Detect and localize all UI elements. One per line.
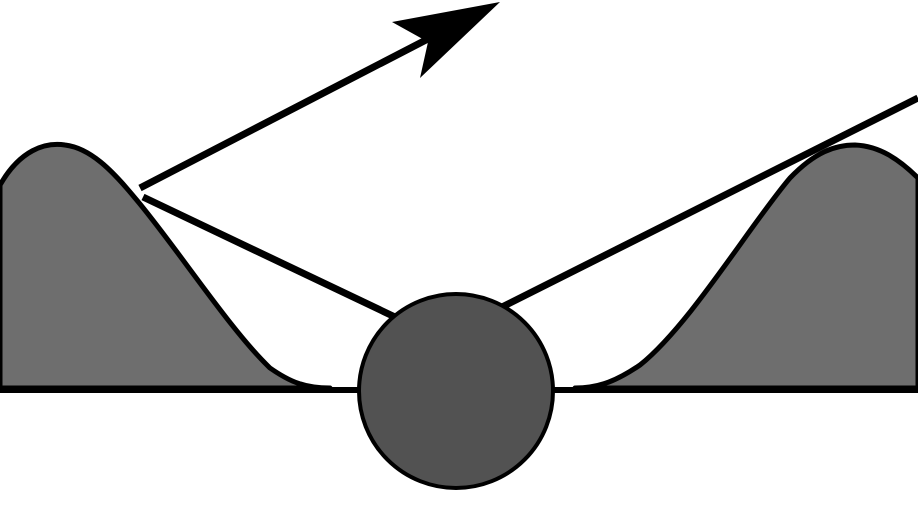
left-hill-shape	[0, 141, 333, 391]
outgoing-arrow-ray	[138, 8, 482, 192]
ray-ball-to-left-hill	[141, 193, 397, 321]
incoming-ray-right	[500, 94, 918, 311]
arrowhead-icon	[392, 2, 500, 78]
right-hill-shape	[572, 142, 918, 391]
ball	[357, 292, 555, 490]
